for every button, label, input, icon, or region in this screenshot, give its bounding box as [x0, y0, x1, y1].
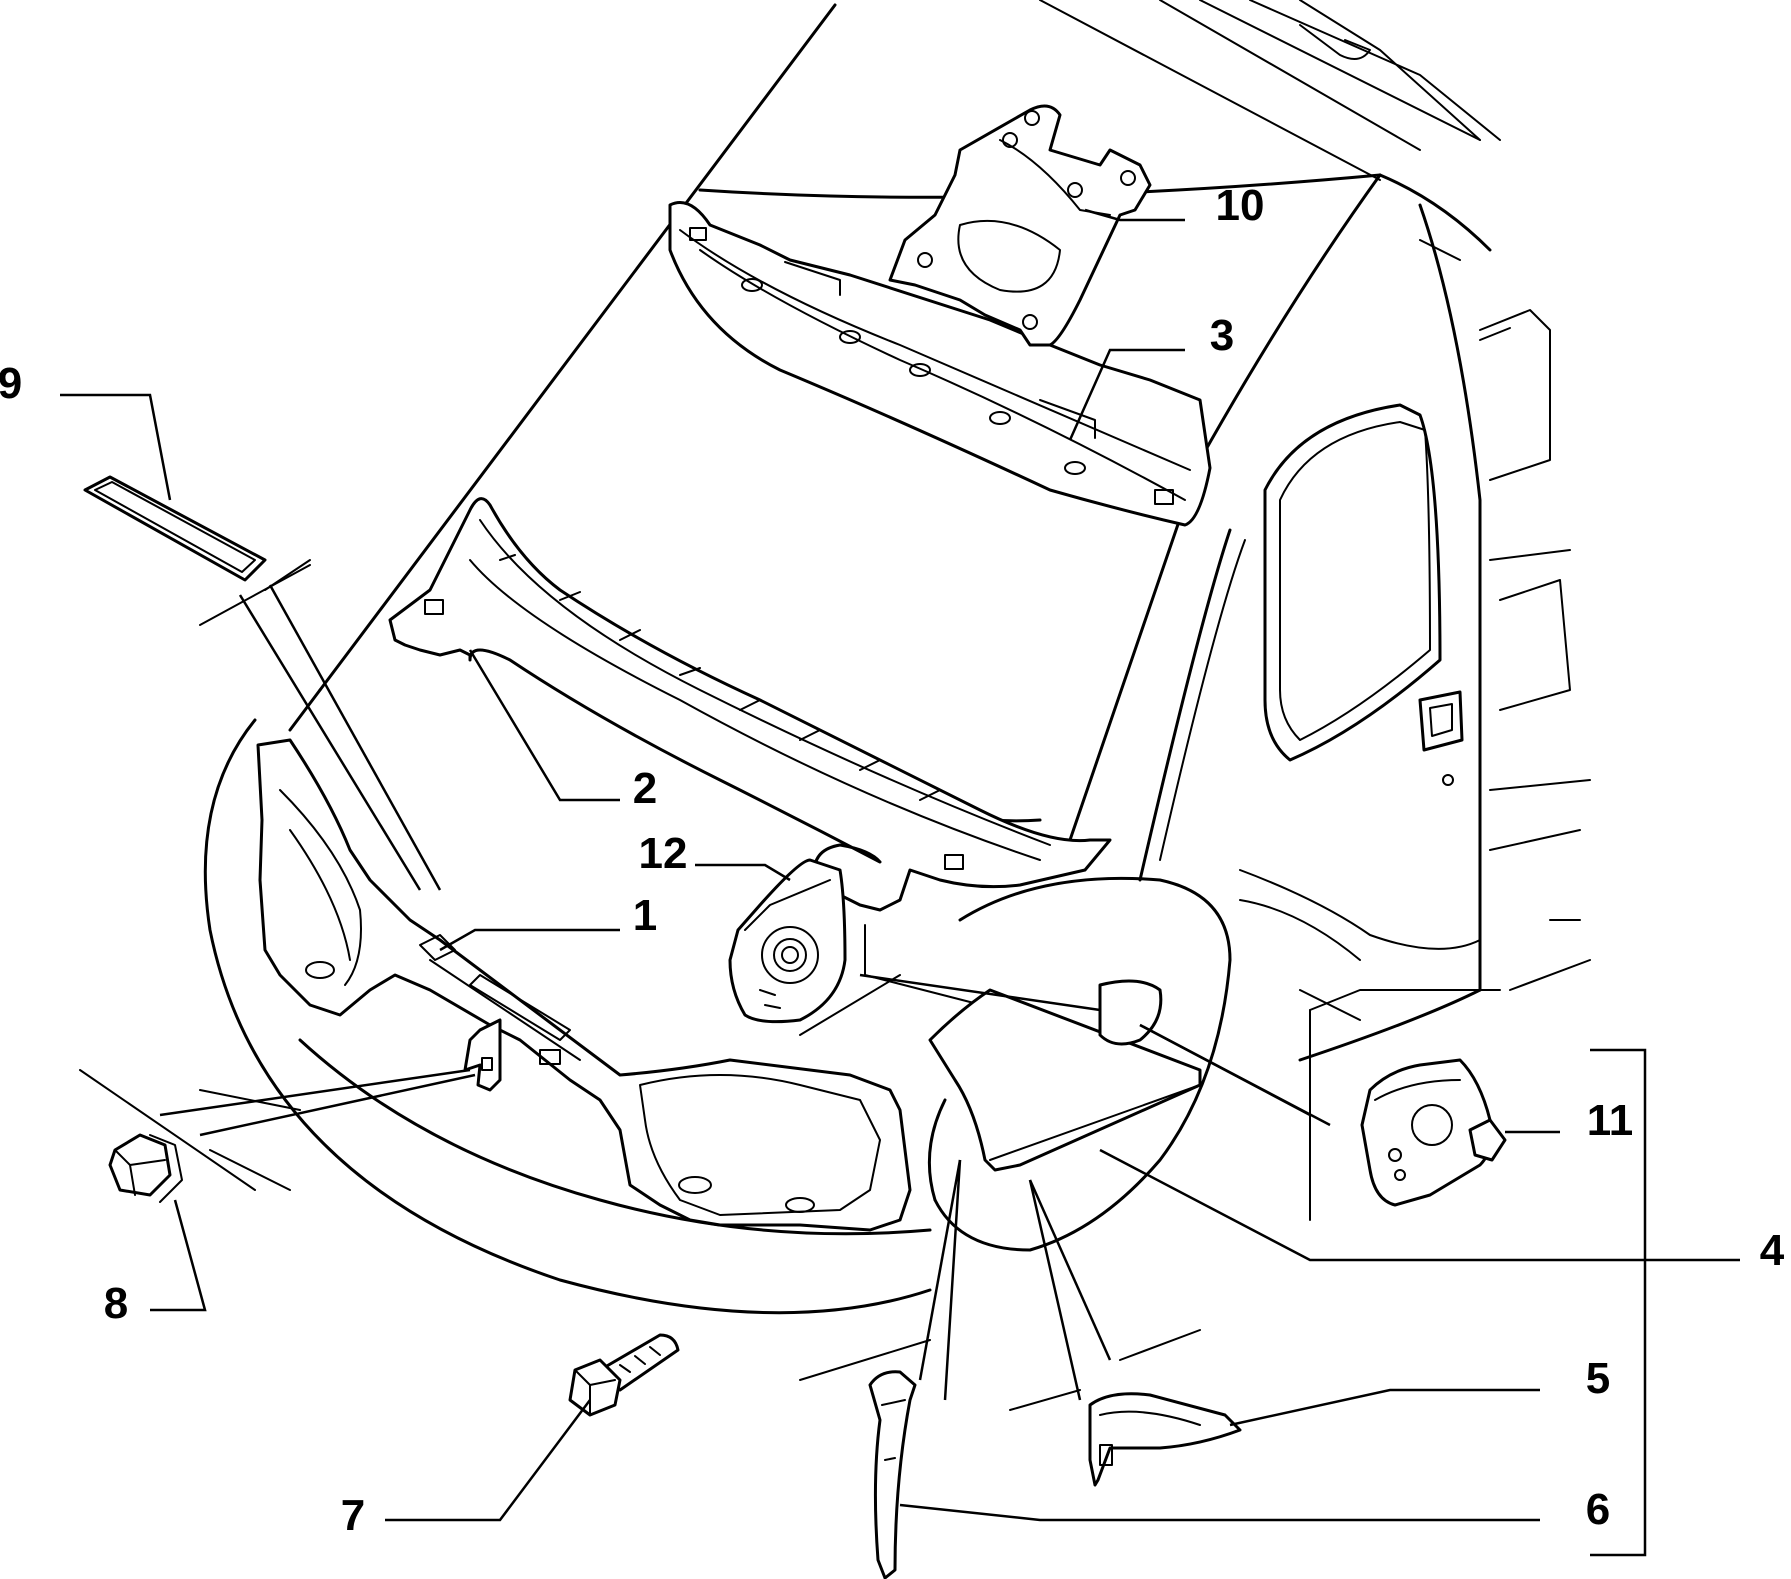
callout-7: 7 [341, 1491, 365, 1540]
callout-5: 5 [1586, 1354, 1610, 1403]
callout-9: 9 [0, 359, 22, 408]
part-10-bracket [888, 104, 1152, 347]
part-8-nut [108, 1133, 183, 1203]
callout-8: 8 [104, 1279, 128, 1328]
leader-lines [60, 208, 1740, 1557]
part-5-clip [1088, 1392, 1242, 1487]
callout-3: 3 [1210, 311, 1234, 360]
part-11-mount [1360, 1058, 1507, 1207]
part-6-pillar-strip [868, 1370, 917, 1579]
callout-labels: 1 2 3 4 5 6 7 8 9 10 11 12 [0, 181, 1785, 1540]
callout-12: 12 [639, 829, 688, 878]
callout-2: 2 [633, 764, 657, 813]
van-body-outline [79, 0, 1591, 1411]
part-1-front-panel [256, 738, 912, 1232]
part-12-cover [728, 858, 847, 1024]
part-9-strip [83, 475, 267, 582]
callout-10: 10 [1216, 181, 1265, 230]
part-4-side-panel [928, 979, 1202, 1172]
callout-1: 1 [633, 891, 657, 940]
part-2-lower-rail [388, 497, 1112, 912]
part-3-upper-cross-member [668, 201, 1212, 527]
part-7-bolt [568, 1333, 680, 1417]
callout-11: 11 [1587, 1096, 1634, 1145]
callout-6: 6 [1586, 1485, 1610, 1534]
callout-4: 4 [1760, 1226, 1785, 1275]
